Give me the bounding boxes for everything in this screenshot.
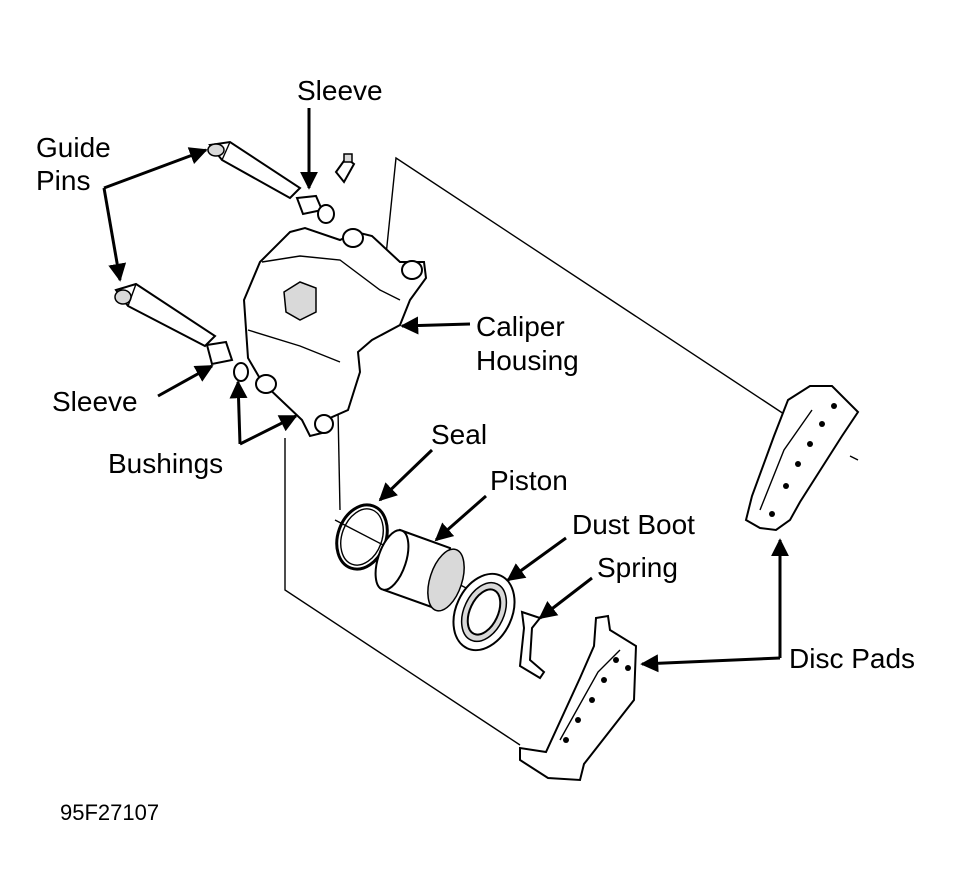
- leader-lines: [102, 108, 789, 673]
- bleeder-screw: [334, 153, 356, 184]
- label-bushings: Bushings: [108, 448, 223, 479]
- label-caliper-housing-line1: Caliper: [476, 311, 565, 342]
- label-seal: Seal: [431, 419, 487, 450]
- figure-id: 95F27107: [60, 800, 159, 825]
- sleeve-lower: [205, 340, 234, 366]
- label-disc-pads: Disc Pads: [789, 643, 915, 674]
- dust-boot-part: [452, 572, 516, 652]
- piston-part: [374, 528, 465, 612]
- label-sleeve-top: Sleeve: [297, 75, 383, 106]
- guide-pin-lower: [114, 282, 217, 348]
- label-sleeve-left: Sleeve: [52, 386, 138, 417]
- label-dust-boot: Dust Boot: [572, 509, 695, 540]
- label-guide-pins-line1: Guide: [36, 132, 111, 163]
- disc-pad-lower: [519, 614, 638, 782]
- label-piston: Piston: [490, 465, 568, 496]
- spring-part: [518, 610, 546, 680]
- label-guide-pins-line2: Pins: [36, 165, 90, 196]
- guide-pin-upper: [207, 140, 302, 200]
- caliper-housing: [242, 226, 428, 438]
- sleeve-upper: [295, 194, 335, 224]
- label-caliper-housing-line2: Housing: [476, 345, 579, 376]
- disc-pad-upper: [744, 385, 860, 532]
- label-spring: Spring: [597, 552, 678, 583]
